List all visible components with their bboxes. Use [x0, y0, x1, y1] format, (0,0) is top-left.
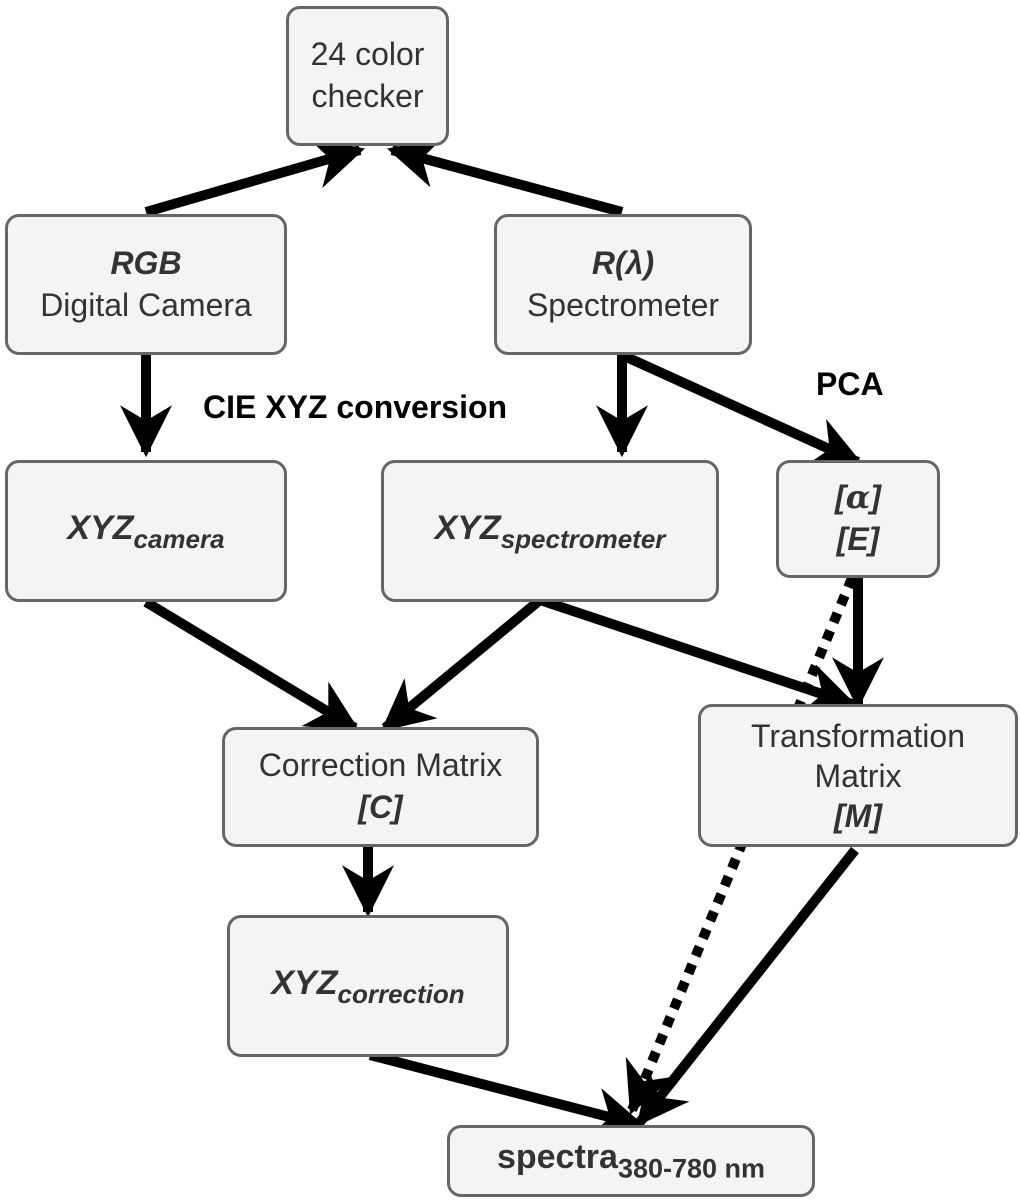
node-xyz-correction: XYZcorrection: [227, 915, 509, 1057]
xyz-correction-main: XYZ: [271, 963, 338, 1002]
node-correction-matrix: Correction Matrix [C]: [222, 727, 539, 847]
camera-subtitle: Digital Camera: [40, 286, 252, 323]
edge-spectrometer-to-pca: [619, 350, 863, 467]
xyz-spectrometer-main: XYZ: [434, 508, 501, 547]
edge-xyz-spectrometer-to-correction: [380, 596, 544, 732]
node-spectra: spectra380-780 nm: [447, 1125, 815, 1197]
node-spectrometer: R(λ) Spectrometer: [494, 214, 752, 355]
correction-matrix-symbol: [C]: [358, 789, 403, 825]
edge-transformation-to-spectra: [636, 846, 859, 1127]
color-checker-line1: 24 color: [310, 36, 425, 73]
node-pca-output: [α] [E]: [776, 460, 940, 578]
xyz-correction-sub: correction: [337, 978, 465, 1009]
label-cie-xyz-conversion: CIE XYZ conversion: [203, 389, 508, 425]
camera-title: RGB: [110, 244, 182, 281]
edge-camera-to-checker: [144, 138, 365, 217]
node-digital-camera: RGB Digital Camera: [5, 214, 287, 355]
spectrometer-title: R(λ): [591, 244, 655, 281]
node-color-checker: 24 color checker: [286, 6, 449, 146]
color-checker-line2: checker: [311, 78, 424, 114]
alpha-open-bracket: [: [835, 479, 846, 516]
spectrometer-subtitle: Spectrometer: [526, 286, 720, 323]
correction-matrix-title: Correction Matrix: [258, 747, 503, 784]
xyz-correction-label: XYZcorrection: [271, 961, 464, 1012]
pca-eigenvectors: [E]: [836, 521, 880, 557]
transformation-matrix-symbol: [M]: [834, 797, 882, 834]
xyz-camera-main: XYZ: [67, 508, 134, 547]
spectra-sub: 380-780 nm: [617, 1153, 766, 1184]
edge-xyz-spectrometer-to-transformation: [538, 595, 857, 714]
spectra-main: spectra: [496, 1138, 618, 1177]
alpha-symbol: α: [845, 478, 871, 517]
edge-spectrometer-to-checker: [386, 137, 624, 217]
spectra-label: spectra380-780 nm: [497, 1135, 765, 1187]
alpha-close-bracket: ]: [870, 479, 881, 516]
xyz-spectrometer-sub: spectrometer: [500, 523, 666, 554]
xyz-camera-label: XYZcamera: [67, 506, 224, 557]
node-transformation-matrix: Transformation Matrix [M]: [698, 704, 1018, 847]
edge-xyz-camera-to-correction: [143, 597, 360, 733]
node-xyz-spectrometer: XYZspectrometer: [381, 460, 719, 602]
edge-xyz-correction-to-spectra: [368, 1050, 646, 1139]
xyz-spectrometer-label: XYZspectrometer: [435, 506, 666, 557]
transformation-matrix-line1: Transformation: [751, 717, 965, 754]
xyz-camera-sub: camera: [133, 523, 225, 554]
pca-alpha: [α]: [835, 477, 881, 519]
label-pca: PCA: [816, 366, 884, 402]
transformation-matrix-line2: Matrix: [814, 757, 902, 794]
node-xyz-camera: XYZcamera: [5, 460, 287, 602]
